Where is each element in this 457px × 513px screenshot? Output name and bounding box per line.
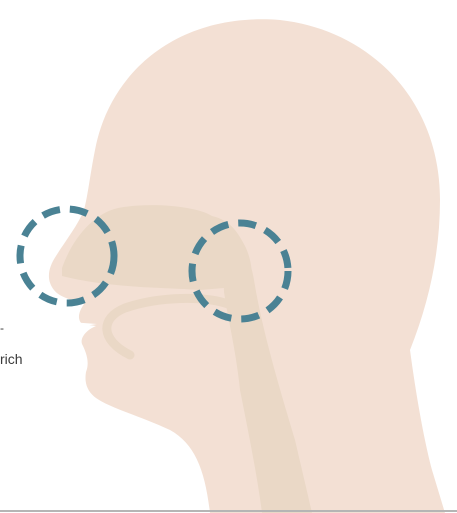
cropped-label-dash: - bbox=[0, 322, 3, 334]
cropped-label-rich: rich bbox=[0, 352, 23, 366]
